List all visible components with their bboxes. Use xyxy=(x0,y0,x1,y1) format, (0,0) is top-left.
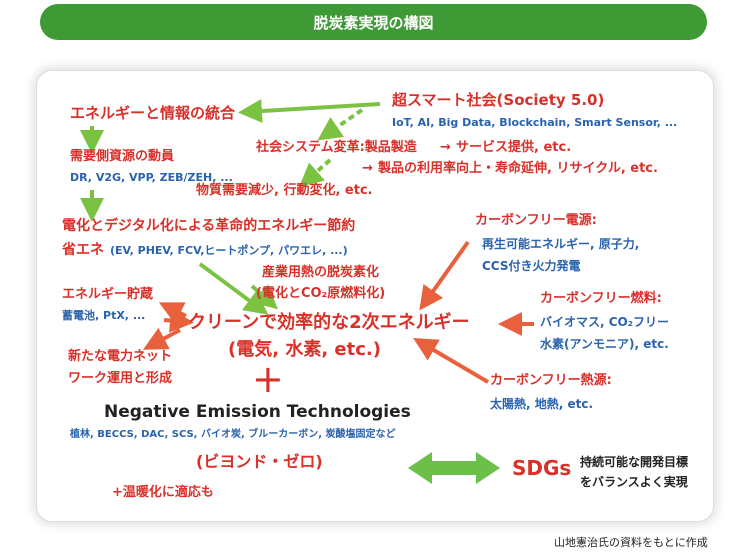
center-line-2: (電気, 水素, etc.) xyxy=(228,339,381,360)
industrial-heat-line-2: (電化とCO₂原燃料化) xyxy=(256,286,386,301)
social-change-product: 製品の利用率向上・寿命延伸, リサイクル, etc. xyxy=(378,161,658,176)
electrification-line-2: 省エネ xyxy=(62,242,104,258)
grid-line-1: 新たな電力ネット xyxy=(68,349,173,364)
net-title: Negative Emission Technologies xyxy=(104,402,411,422)
demand-side-title: 需要側資源の動員 xyxy=(70,149,175,164)
plus-sign: + xyxy=(252,357,284,401)
social-change-arrow-2: → xyxy=(362,161,373,176)
sdgs-line-1: 持続可能な開発目標 xyxy=(580,455,689,469)
heat-title: カーボンフリー熱源: xyxy=(490,373,612,388)
diagram-panel xyxy=(36,70,714,522)
storage-subtitle: 蓄電池, PtX, ... xyxy=(62,309,146,322)
demand-side-subtitle: DR, V2G, VPP, ZEB/ZEH, ... xyxy=(70,171,233,184)
fuel-line-1: バイオマス, CO₂フリー xyxy=(540,315,670,329)
heat-line-1: 太陽熱, 地熱, etc. xyxy=(490,397,594,411)
banner-title: 脱炭素実現の構図 xyxy=(313,13,434,32)
source-credit: 山地憲治氏の資料をもとに作成 xyxy=(554,536,708,549)
grid-line-2: ワーク運用と形成 xyxy=(68,371,173,386)
social-change-service: サービス提供, etc. xyxy=(456,140,572,155)
power-title: カーボンフリー電源: xyxy=(475,213,597,228)
storage-title: エネルギー貯蔵 xyxy=(62,287,154,302)
center-line-1: クリーンで効率的な2次エネルギー xyxy=(188,312,470,333)
power-line-2: CCS付き火力発電 xyxy=(482,259,581,273)
fuel-title: カーボンフリー燃料: xyxy=(540,291,662,306)
power-line-1: 再生可能エネルギー, 原子力, xyxy=(482,237,640,251)
fuel-line-2: 水素(アンモニア), etc. xyxy=(540,337,669,351)
adaptation-note: +温暖化に適応も xyxy=(112,485,214,500)
title-banner: 脱炭素実現の構図 xyxy=(40,4,707,40)
social-change-title: 社会システム変革:製品製造 xyxy=(256,140,417,155)
industrial-heat-line-1: 産業用熱の脱炭素化 xyxy=(262,265,380,280)
sdgs-label: SDGs xyxy=(512,456,572,480)
beyond-zero: (ビヨンド・ゼロ) xyxy=(196,452,323,471)
society-title: 超スマート社会(Society 5.0) xyxy=(392,91,605,109)
sdgs-line-2: をバランスよく実現 xyxy=(580,475,688,489)
electrification-examples: (EV, PHEV, FCV,ヒートポンプ, パワエレ, ...) xyxy=(110,244,348,257)
social-change-arrow-1: → xyxy=(440,140,451,155)
electrification-line-1: 電化とデジタル化による革命的エネルギー節約 xyxy=(62,218,356,234)
social-change-behavior: 物質需要減少, 行動変化, etc. xyxy=(196,183,373,198)
integration-title: エネルギーと情報の統合 xyxy=(70,104,236,122)
society-subtitle: IoT, AI, Big Data, Blockchain, Smart Sen… xyxy=(392,116,678,129)
net-subtitle: 植林, BECCS, DAC, SCS, バイオ炭, ブルーカーボン, 炭酸塩固… xyxy=(70,429,396,440)
